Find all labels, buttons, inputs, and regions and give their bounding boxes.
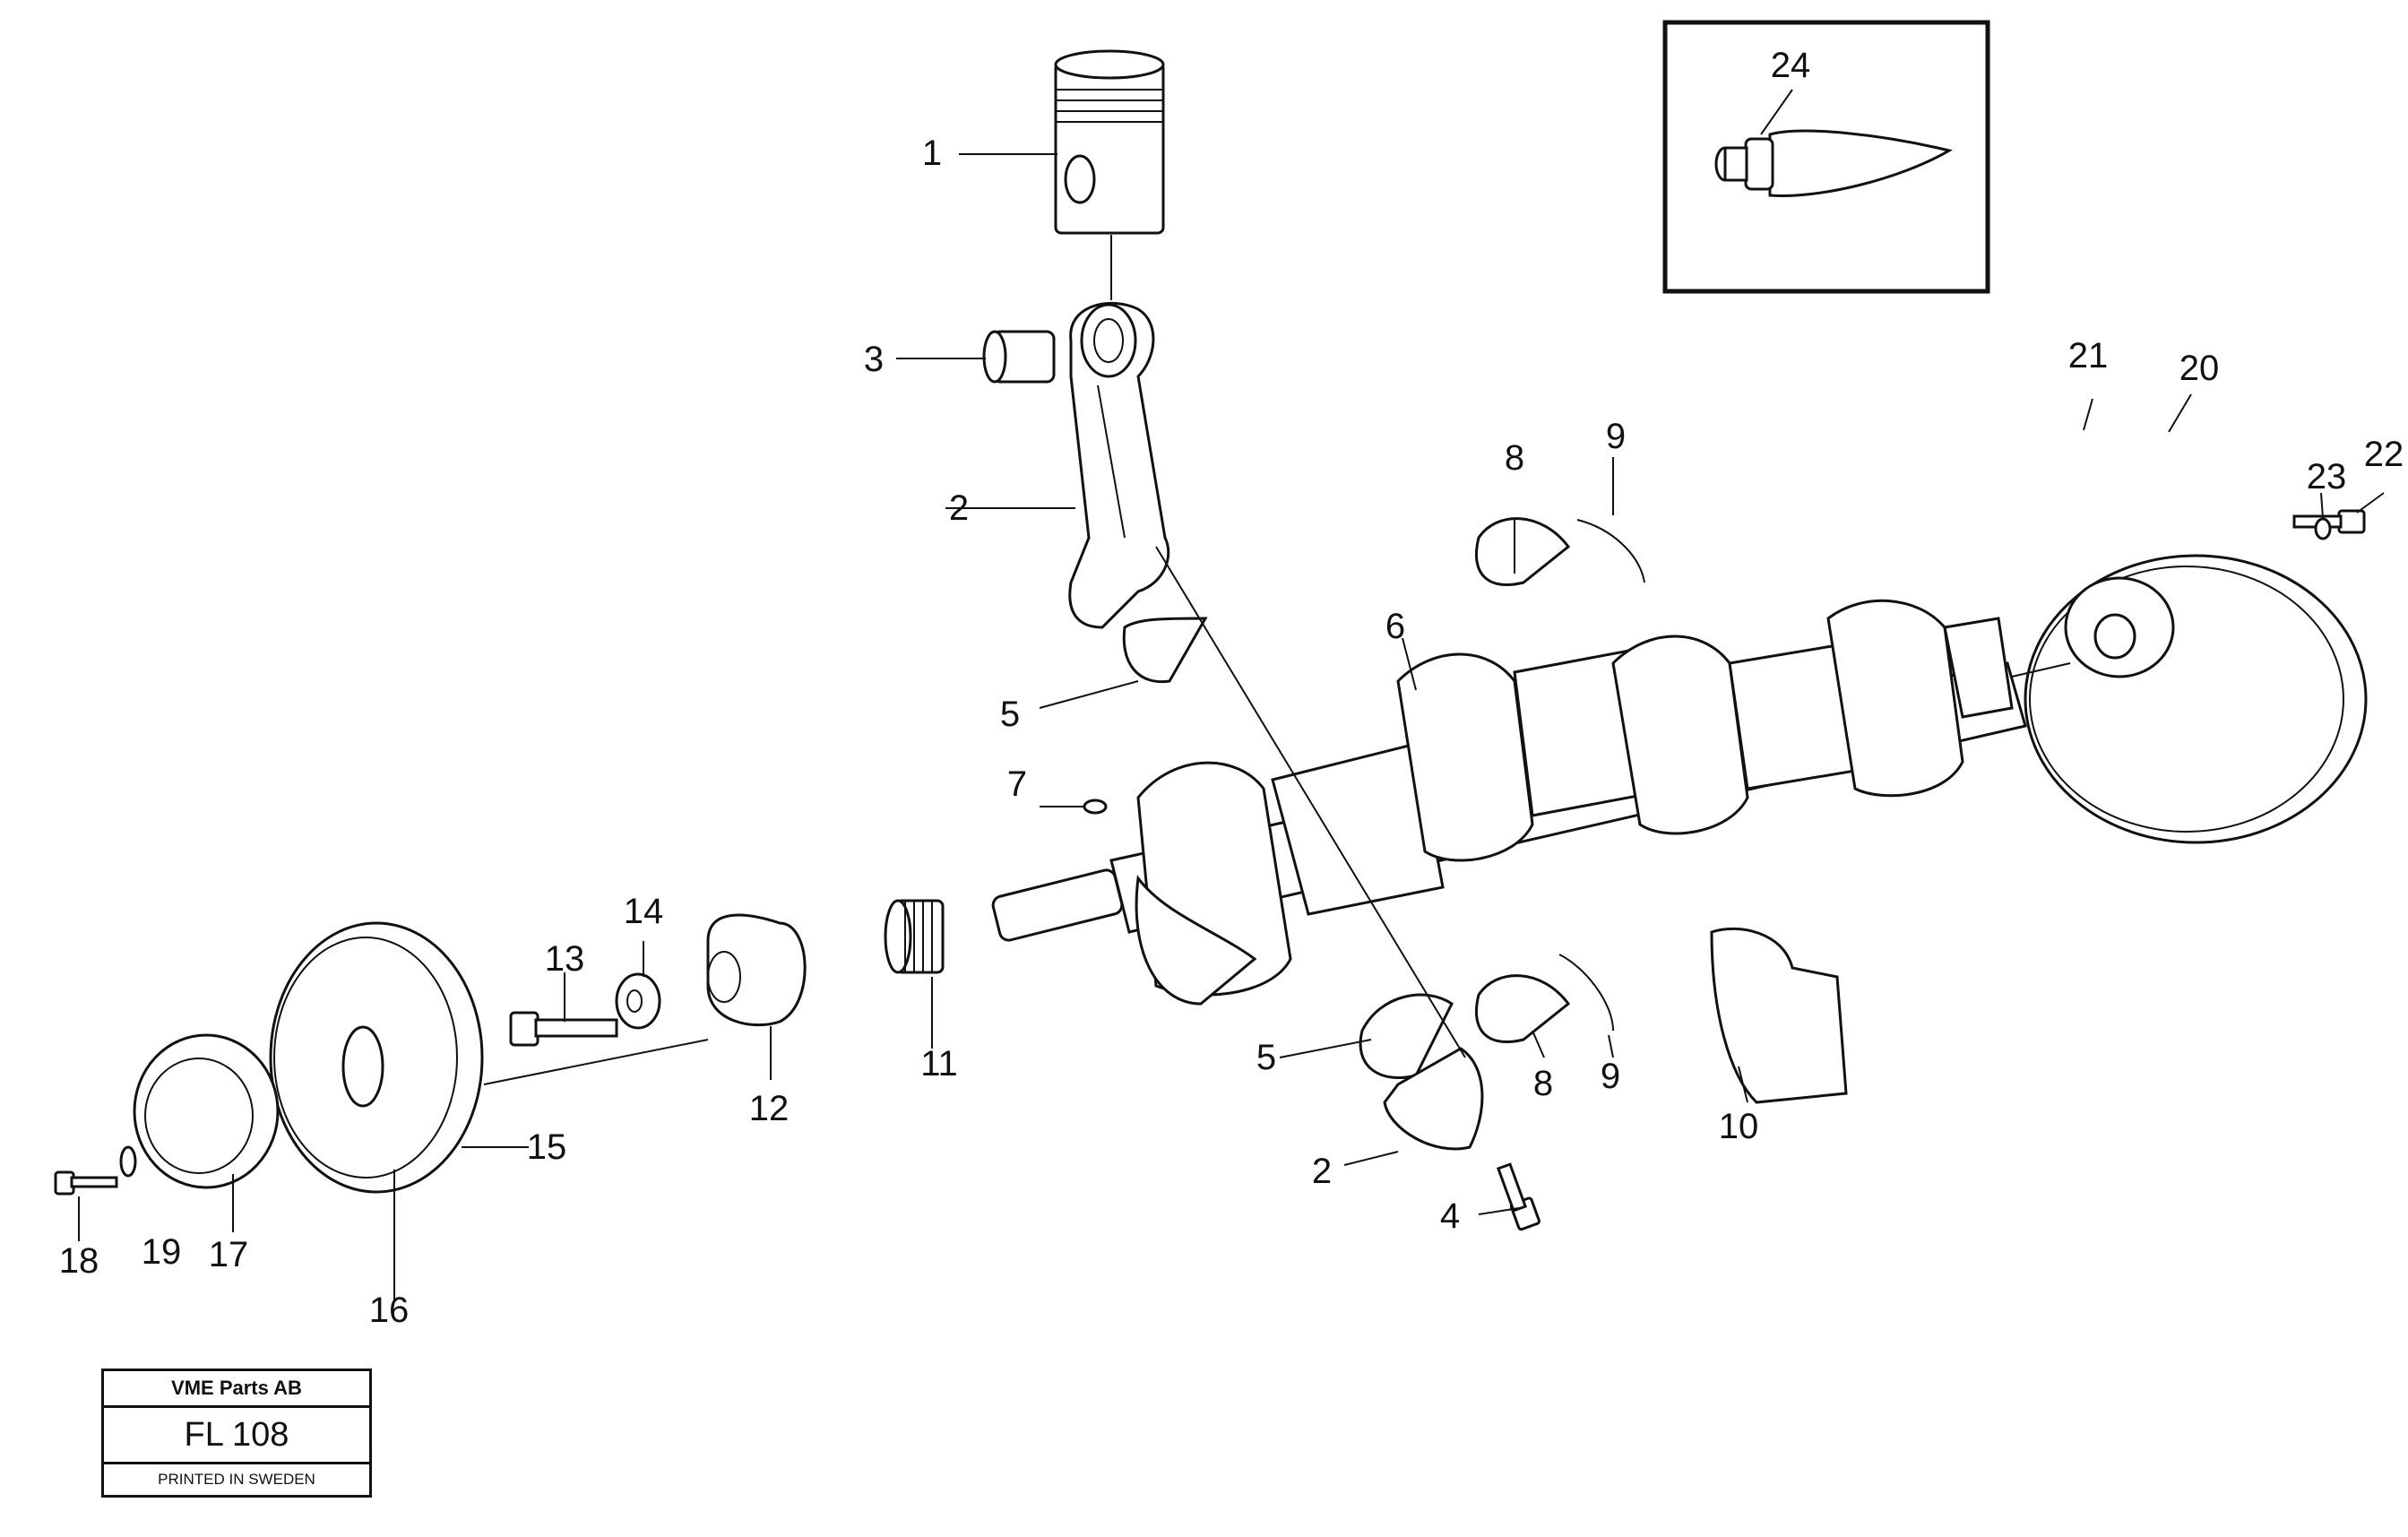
callout-2-lower: 2	[1312, 1152, 1332, 1191]
stamp-code: FL 108	[104, 1408, 369, 1464]
callout-22: 22	[2364, 435, 2404, 474]
callout-14: 14	[624, 892, 664, 931]
stamp-company: VME Parts AB	[104, 1371, 369, 1408]
bolt-13	[509, 1011, 618, 1047]
main-bearing-cap	[1710, 927, 1848, 1104]
sealant-tube	[1714, 129, 1953, 197]
callout-1: 1	[922, 134, 942, 173]
callout-8-lower: 8	[1533, 1064, 1553, 1103]
bolt-4	[1496, 1162, 1541, 1231]
inset-box	[1662, 20, 1990, 294]
callout-18: 18	[59, 1241, 99, 1281]
key	[1083, 799, 1108, 815]
thrust-washer-lower	[1558, 954, 1614, 1032]
callout-23: 23	[2307, 457, 2347, 497]
main-bearing-shell-upper	[1474, 517, 1571, 587]
callout-16: 16	[369, 1291, 410, 1330]
callout-21: 21	[2068, 336, 2109, 376]
callout-11: 11	[920, 1044, 958, 1084]
thrust-washer-upper	[1576, 519, 1645, 583]
pulley	[269, 921, 484, 1194]
callout-9-upper: 9	[1606, 417, 1626, 456]
callout-4: 4	[1440, 1196, 1460, 1236]
callout-9-lower: 9	[1601, 1057, 1620, 1096]
callout-labels: 1 2 3 2 4 5 5 6 7 8 8 9 9 10 11 12 13 14…	[59, 46, 2404, 1330]
callout-8-upper: 8	[1505, 438, 1524, 478]
bearing-shell-upper	[1122, 617, 1208, 684]
bolt-18	[54, 1170, 118, 1196]
callout-24: 24	[1771, 46, 1811, 85]
bearing-shell-lower	[1359, 993, 1454, 1080]
hub	[706, 913, 807, 1027]
pulley-17	[133, 1033, 280, 1189]
callout-7: 7	[1007, 764, 1027, 804]
callout-17: 17	[209, 1235, 249, 1274]
callout-15: 15	[527, 1127, 567, 1167]
connecting-rod	[1068, 302, 1170, 629]
title-stamp: VME Parts AB FL 108 PRINTED IN SWEDEN	[101, 1369, 372, 1498]
flywheel-washer	[2314, 517, 2332, 540]
washer	[615, 972, 661, 1030]
leader-lines	[78, 89, 2385, 1300]
washer-19	[119, 1145, 137, 1178]
callout-19: 19	[142, 1232, 182, 1272]
main-bearing-shell-lower	[1474, 974, 1571, 1044]
crankshaft	[991, 599, 2027, 1006]
flywheel	[2024, 554, 2368, 844]
callout-6: 6	[1385, 607, 1405, 646]
callout-5-upper: 5	[1000, 695, 1020, 734]
callout-10: 10	[1719, 1107, 1759, 1146]
piston-pin-bush	[982, 330, 1056, 384]
callout-12: 12	[749, 1089, 790, 1128]
callout-20: 20	[2179, 349, 2220, 388]
callout-5-lower: 5	[1256, 1038, 1276, 1077]
stamp-printed: PRINTED IN SWEDEN	[158, 1471, 315, 1488]
piston	[1054, 49, 1165, 300]
callout-13: 13	[545, 939, 585, 979]
callout-2: 2	[949, 488, 969, 528]
crankshaft-gear	[884, 899, 945, 974]
callout-3: 3	[864, 340, 884, 379]
connecting-rod-cap	[1383, 1047, 1484, 1151]
